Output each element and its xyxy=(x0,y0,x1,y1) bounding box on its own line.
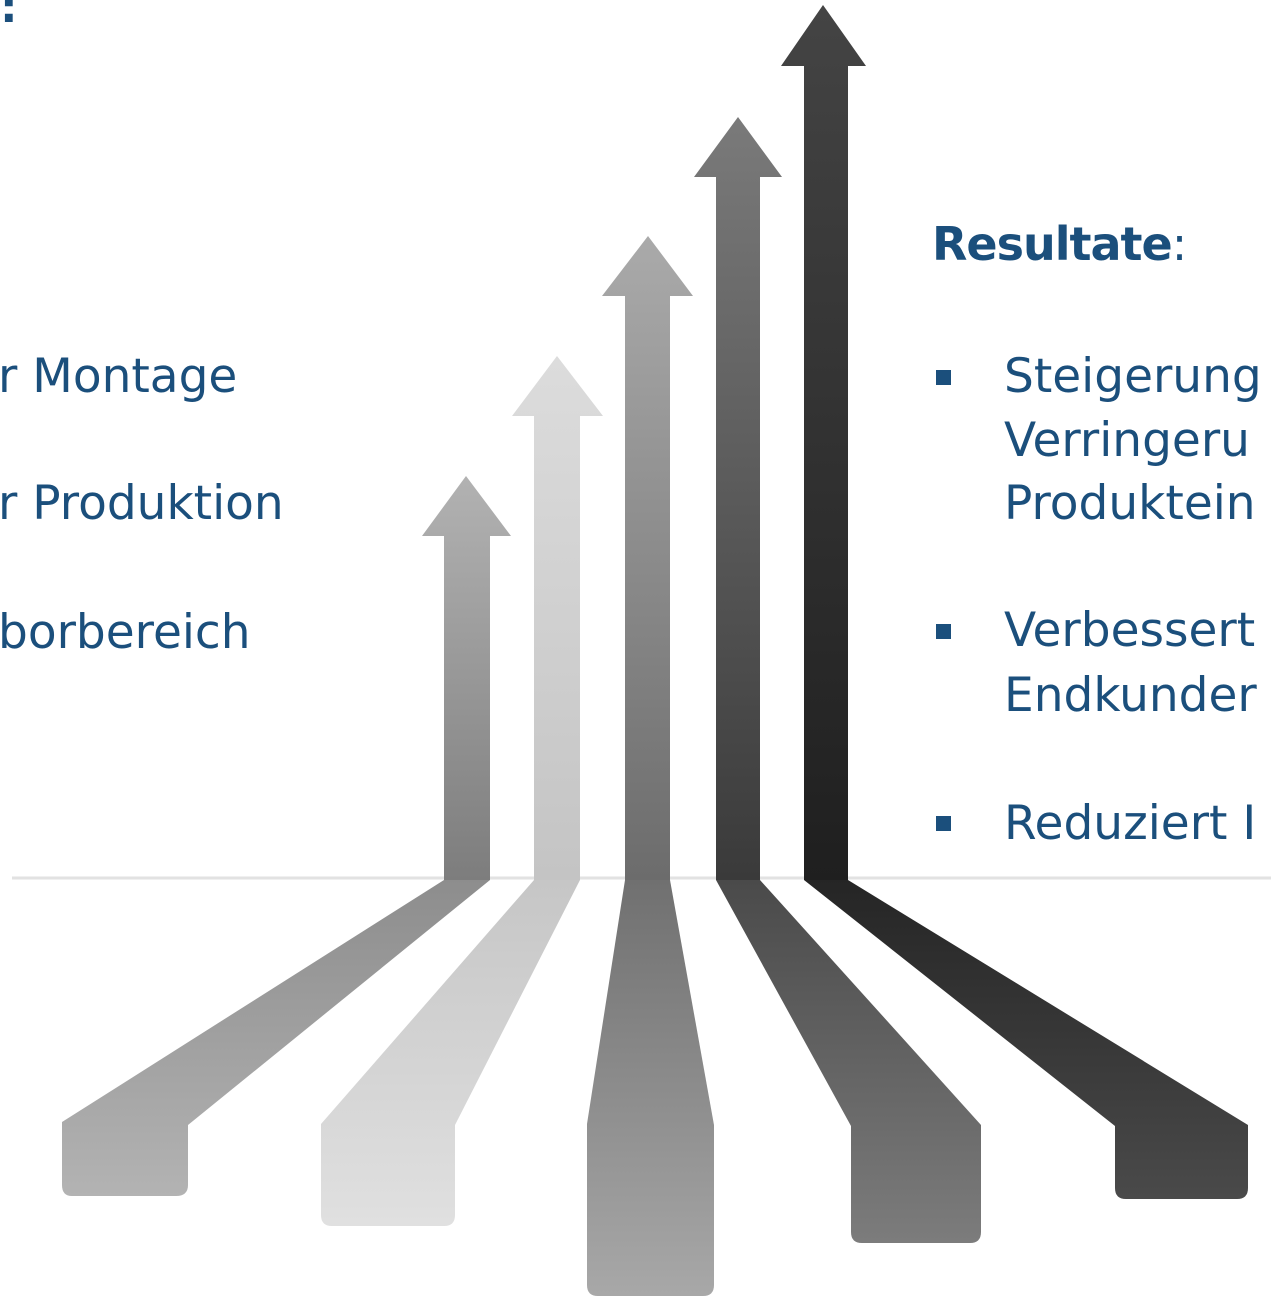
result-item-1-line-2: Verringeru xyxy=(1004,413,1250,468)
arrow-5-floor xyxy=(804,880,1248,1199)
left-list-item-produktion: r Produktion xyxy=(0,476,284,531)
result-item-1-line-1: Steigerung xyxy=(1004,349,1262,404)
result-item-1-line-3: Produktein xyxy=(1004,476,1256,531)
result-item-3-line-1: Reduziert I xyxy=(1004,796,1257,851)
arrow-2-floor xyxy=(321,880,580,1226)
bullet-marker xyxy=(936,624,951,639)
arrow-5 xyxy=(781,5,866,880)
left-list-item-laborbereich: borbereich xyxy=(0,605,251,660)
arrow-2 xyxy=(512,356,603,880)
arrow-3 xyxy=(602,236,693,880)
arrow-1 xyxy=(422,476,511,880)
arrow-4-floor xyxy=(716,880,981,1243)
results-heading: Resultate: xyxy=(932,221,1187,267)
clipped-title-fragment: : xyxy=(0,0,22,33)
left-list-item-montage: r Montage xyxy=(0,349,238,404)
arrow-3-floor xyxy=(587,880,714,1296)
arrow-4 xyxy=(694,117,782,880)
bullet-marker xyxy=(936,816,951,831)
arrow-1-floor xyxy=(62,880,490,1196)
bullet-marker xyxy=(936,370,951,385)
results-heading-colon: : xyxy=(1171,217,1188,271)
result-item-2-line-2: Endkunder xyxy=(1004,668,1257,723)
results-heading-label: Resultate xyxy=(932,217,1173,271)
result-item-2-line-1: Verbessert xyxy=(1004,603,1256,658)
